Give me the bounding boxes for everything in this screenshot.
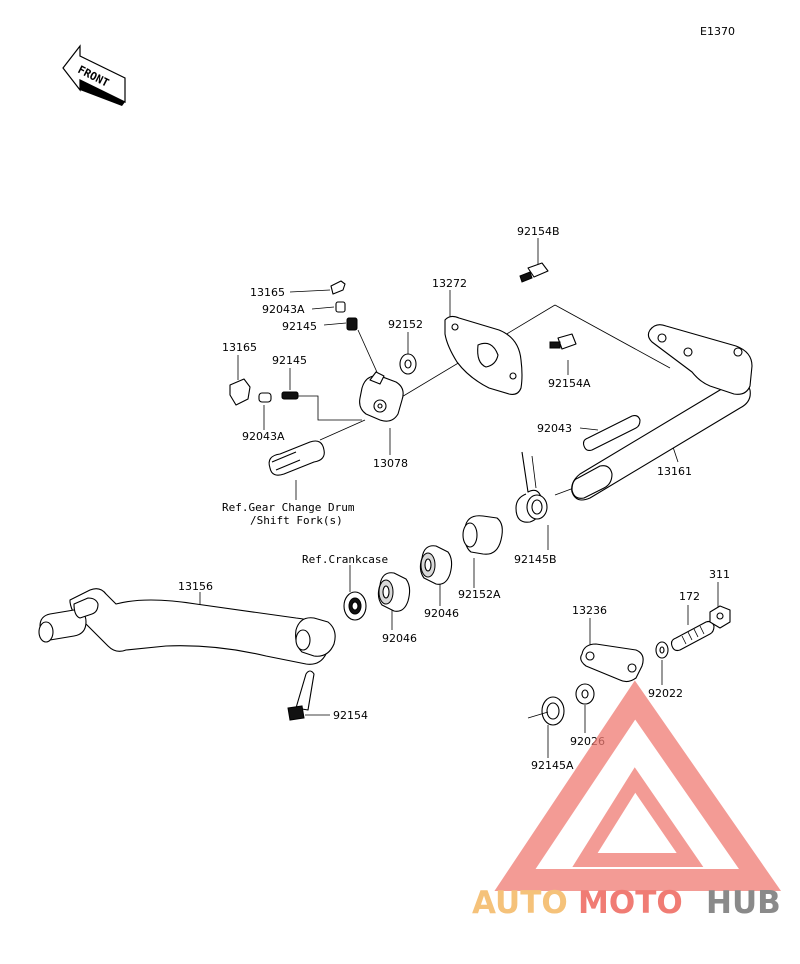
bolt-92154a	[549, 333, 577, 350]
pawl-13165-mid	[229, 378, 251, 406]
spring-92145a	[527, 696, 565, 726]
ref-shift-forks: /Shift Fork(s)	[250, 514, 343, 527]
collar-92152a	[462, 515, 503, 555]
spring-92145-top	[346, 317, 358, 331]
bolt-92154b	[519, 262, 549, 283]
bearing-92046-right	[419, 545, 453, 585]
callout-13156: 13156	[178, 580, 213, 593]
callout-92154a: 92154A	[548, 377, 591, 390]
callout-92145a: 92145A	[531, 759, 574, 772]
callout-13165-top: 13165	[250, 286, 285, 299]
diagram-code: E1370	[700, 25, 735, 38]
callout-13165-mid: 13165	[222, 341, 257, 354]
front-arrow-icon: FRONT	[62, 44, 126, 106]
callout-311: 311	[709, 568, 730, 581]
washer-92152	[399, 353, 417, 375]
pawl-13165-top	[330, 280, 346, 295]
callout-92022: 92022	[648, 687, 683, 700]
brand-moto: MOTO	[578, 885, 683, 921]
callout-13078: 13078	[373, 457, 408, 470]
leader-lines	[199, 238, 719, 758]
plate-13272	[444, 315, 523, 395]
callout-92046-right: 92046	[424, 607, 459, 620]
pin-92043	[582, 414, 641, 452]
brand-hub: HUB	[706, 885, 781, 921]
callout-92145b: 92145B	[514, 553, 557, 566]
rod-172	[670, 620, 715, 652]
watermark-triangle-icon	[494, 680, 782, 891]
callout-13272: 13272	[432, 277, 467, 290]
bolt-92154	[287, 670, 315, 721]
drum-pin-shaft	[268, 440, 325, 476]
bearing-92046-left	[377, 572, 411, 612]
ref-gear-change-drum: Ref.Gear Change Drum	[222, 501, 355, 514]
callout-13161: 13161	[657, 465, 692, 478]
nut-311	[709, 605, 731, 629]
pin-92043a-top	[335, 301, 346, 313]
callout-92152a: 92152A	[458, 588, 501, 601]
watermark-logo	[494, 680, 782, 891]
callout-172: 172	[679, 590, 700, 603]
pedal-lever-13156	[38, 588, 336, 665]
brand-auto: AUTO	[472, 885, 568, 921]
callout-92154: 92154	[333, 709, 368, 722]
washer-92026	[575, 683, 595, 705]
callout-13236: 13236	[572, 604, 607, 617]
callout-92152: 92152	[388, 318, 423, 331]
washer-92022	[655, 641, 669, 659]
callout-92043a-mid: 92043A	[242, 430, 285, 443]
callout-labels: 13165 92043A 92145 92152 13272 92154B 92…	[178, 225, 730, 772]
spring-92145-mid	[281, 391, 299, 400]
watermark-brand: AUTO MOTO HUB	[472, 885, 781, 921]
pin-92043a-mid	[258, 392, 272, 403]
callout-92154b: 92154B	[517, 225, 560, 238]
ratchet-13078	[359, 371, 404, 422]
callout-92043: 92043	[537, 422, 572, 435]
callout-92145-top: 92145	[282, 320, 317, 333]
callout-92046-left: 92046	[382, 632, 417, 645]
ref-crankcase: Ref.Crankcase	[302, 553, 388, 566]
oil-seal	[343, 591, 367, 621]
callout-92145-mid: 92145	[272, 354, 307, 367]
link-13236	[580, 643, 644, 683]
spring-92145b	[515, 451, 548, 523]
shaft-13161	[571, 324, 753, 501]
callout-92043a-top: 92043A	[262, 303, 305, 316]
